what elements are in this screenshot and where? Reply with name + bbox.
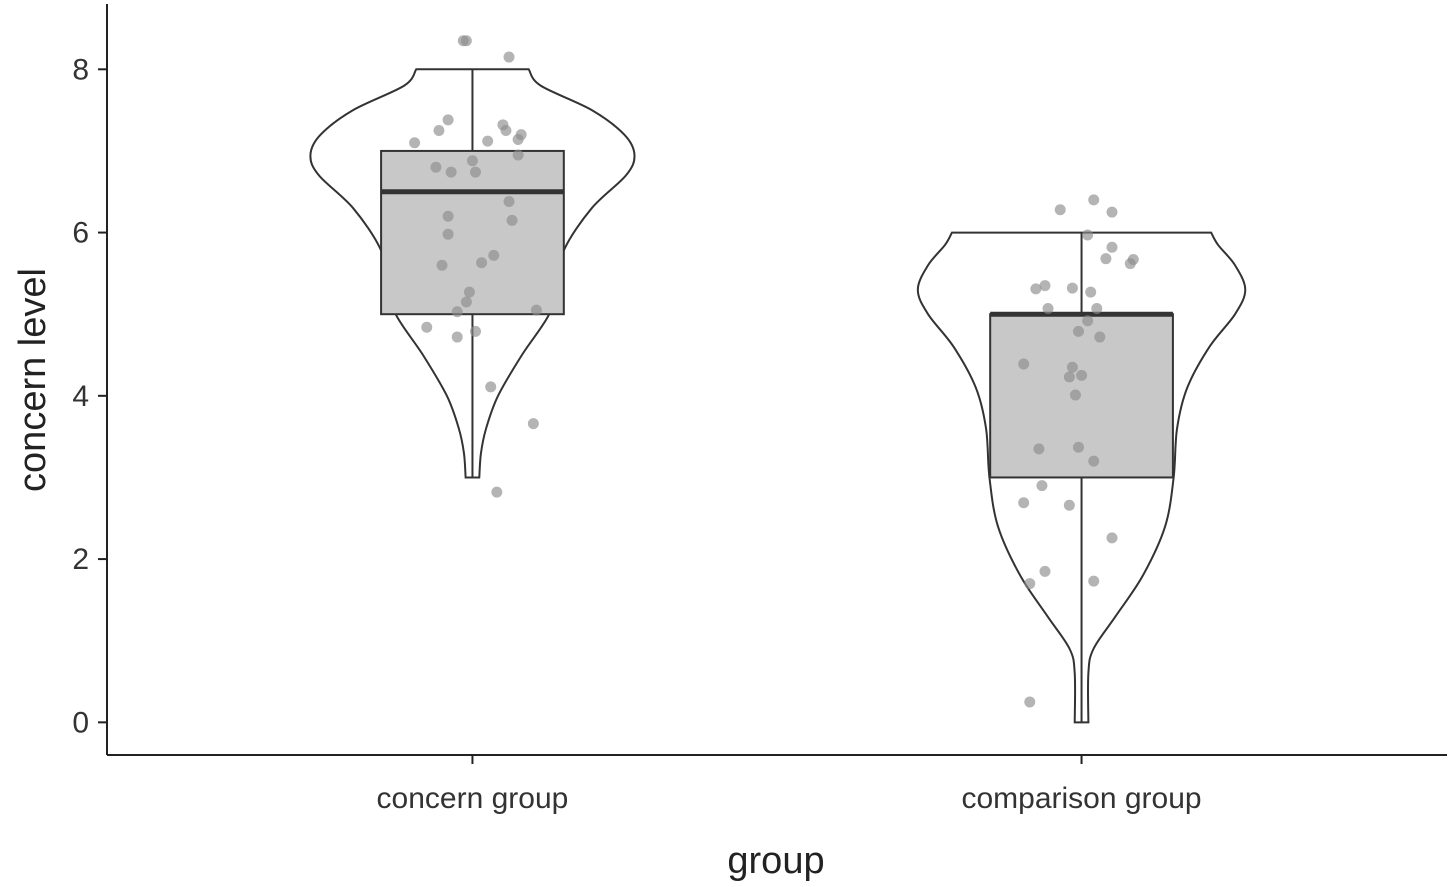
data-point-comparison-group-12: [1042, 302, 1054, 314]
data-point-comparison-group-16: [1094, 331, 1106, 343]
violin-group-comparison-group: [916, 194, 1247, 724]
data-point-comparison-group-27: [1063, 499, 1075, 511]
data-point-comparison-group-4: [1106, 241, 1118, 253]
data-point-concern-group-20: [488, 249, 500, 261]
data-point-comparison-group-2: [1106, 206, 1118, 218]
data-point-comparison-group-19: [1063, 371, 1075, 383]
box-comparison-group: [989, 313, 1174, 479]
y-tick-label-6: 6: [72, 217, 89, 250]
x-tick-label-concern-group: concern group: [377, 782, 569, 815]
data-point-concern-group-30: [485, 381, 497, 393]
plot-area: [309, 35, 1247, 724]
data-point-comparison-group-21: [1069, 389, 1081, 401]
data-point-concern-group-12: [466, 155, 478, 167]
x-tick-label-comparison-group: comparison group: [961, 782, 1201, 815]
data-point-concern-group-14: [445, 166, 457, 178]
data-point-concern-group-32: [491, 486, 503, 498]
data-point-comparison-group-26: [1018, 497, 1030, 509]
y-axis-title: concern level: [12, 268, 54, 492]
y-tick-label-8: 8: [72, 53, 89, 86]
data-point-comparison-group-3: [1082, 229, 1094, 241]
data-point-concern-group-16: [503, 196, 515, 208]
data-point-concern-group-18: [506, 214, 518, 226]
data-point-concern-group-25: [451, 306, 463, 318]
data-point-concern-group-9: [482, 135, 494, 147]
data-point-concern-group-5: [433, 125, 445, 137]
data-point-concern-group-3: [442, 114, 454, 126]
data-point-comparison-group-10: [1066, 282, 1078, 294]
data-point-comparison-group-15: [1073, 325, 1084, 337]
data-point-comparison-group-31: [1088, 575, 1100, 587]
data-point-comparison-group-25: [1036, 480, 1048, 492]
data-point-concern-group-22: [476, 257, 488, 269]
x-axis-title: group: [727, 840, 824, 882]
violin-group-concern-group: [309, 35, 636, 498]
data-point-comparison-group-18: [1066, 361, 1078, 373]
data-point-concern-group-21: [436, 259, 448, 271]
data-point-concern-group-19: [442, 228, 454, 240]
data-point-concern-group-26: [530, 304, 542, 316]
data-point-comparison-group-24: [1088, 455, 1100, 467]
data-point-concern-group-15: [470, 166, 481, 178]
data-point-comparison-group-20: [1076, 369, 1088, 381]
data-point-comparison-group-17: [1018, 358, 1030, 370]
data-point-concern-group-6: [500, 125, 512, 137]
y-tick-label-0: 0: [72, 706, 89, 739]
data-point-comparison-group-11: [1085, 286, 1097, 298]
data-point-concern-group-11: [512, 149, 524, 161]
data-point-comparison-group-8: [1039, 280, 1051, 292]
data-point-concern-group-31: [527, 418, 539, 430]
data-point-concern-group-27: [421, 321, 433, 333]
data-point-concern-group-1: [460, 35, 472, 47]
data-point-concern-group-28: [470, 325, 481, 337]
data-point-concern-group-2: [503, 51, 515, 63]
data-point-comparison-group-28: [1106, 532, 1118, 544]
data-point-comparison-group-7: [1124, 258, 1136, 270]
data-point-concern-group-17: [442, 210, 454, 222]
data-point-concern-group-13: [430, 161, 442, 173]
data-point-concern-group-29: [451, 331, 463, 343]
data-point-comparison-group-23: [1073, 441, 1084, 453]
data-point-comparison-group-5: [1100, 253, 1112, 265]
data-point-concern-group-8: [409, 137, 421, 149]
data-point-comparison-group-13: [1091, 302, 1103, 314]
data-point-concern-group-24: [460, 296, 472, 308]
data-point-comparison-group-30: [1024, 578, 1036, 590]
axes: 0 2 4 6 8 concern group comparison group: [72, 4, 1447, 815]
data-point-concern-group-23: [463, 286, 475, 298]
data-point-comparison-group-0: [1088, 194, 1100, 206]
box-concern-group: [380, 149, 565, 316]
data-point-comparison-group-9: [1030, 283, 1042, 295]
data-point-comparison-group-32: [1024, 696, 1036, 708]
y-tick-label-2: 2: [72, 543, 89, 576]
y-tick-label-4: 4: [72, 380, 89, 413]
data-point-comparison-group-14: [1082, 315, 1094, 327]
data-point-comparison-group-29: [1039, 565, 1051, 577]
data-point-concern-group-10: [512, 134, 524, 146]
data-point-comparison-group-22: [1033, 443, 1045, 455]
data-point-comparison-group-1: [1054, 204, 1066, 216]
